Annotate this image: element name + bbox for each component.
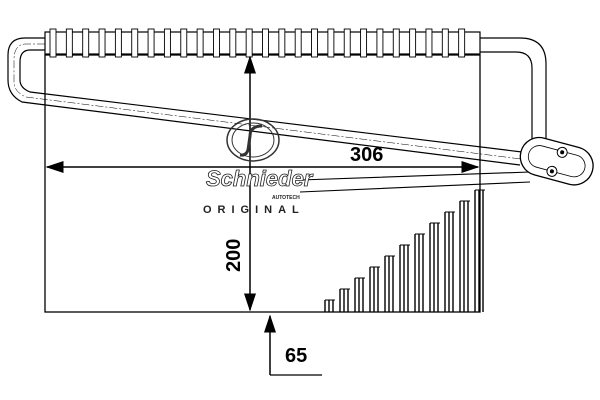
header-fin — [163, 28, 171, 58]
logo-brand-text: Schnieder — [206, 166, 314, 191]
header-fin — [425, 28, 433, 58]
core-fin-step — [429, 222, 440, 312]
core-fin-step — [339, 288, 350, 312]
core-fins — [324, 189, 485, 312]
header-fin — [343, 28, 351, 58]
header-fin — [441, 28, 449, 58]
header-fin — [180, 28, 188, 58]
brand-logo: Schnieder AUTOTECH ORIGINAL — [203, 118, 314, 216]
header-fin — [262, 28, 269, 58]
core-fin-step — [459, 200, 470, 312]
lower-pipe — [299, 171, 531, 193]
core-fin-step — [324, 299, 335, 312]
left-pipe-inner — [19, 49, 523, 153]
height-label: 200 — [223, 239, 245, 272]
depth-label: 65 — [285, 345, 307, 367]
header-fin — [327, 28, 335, 58]
width-label: 306 — [350, 144, 383, 166]
right-pipe — [480, 37, 547, 145]
header-fin — [82, 28, 90, 58]
header-fin — [49, 28, 57, 58]
core-fin-step — [474, 189, 485, 312]
header-fins — [49, 28, 466, 58]
header-fin — [409, 28, 417, 58]
header-fin — [376, 28, 384, 58]
header-fin — [131, 28, 139, 58]
header-fin — [278, 28, 286, 58]
core-fin-step — [384, 255, 395, 312]
header-fin — [98, 28, 106, 58]
header-fin — [294, 28, 302, 58]
header-fin — [360, 28, 368, 58]
header-fin — [114, 28, 122, 58]
header-fin — [196, 28, 204, 58]
header-fin — [311, 28, 318, 58]
core-fin-step — [369, 266, 380, 312]
header-fin — [229, 28, 237, 58]
header-fin — [245, 28, 253, 58]
left-pipe — [7, 37, 521, 166]
core-fin-step — [414, 233, 425, 312]
connector-block — [519, 136, 594, 186]
core-fin-step — [354, 277, 365, 312]
header-fin — [147, 28, 155, 58]
header-fin — [65, 28, 73, 58]
header-fin — [392, 28, 400, 58]
header-fin — [458, 28, 466, 58]
logo-sub-text: AUTOTECH — [272, 195, 300, 201]
core-fin-step — [399, 244, 410, 312]
header-fin — [213, 28, 220, 58]
core-fin-step — [444, 211, 455, 312]
logo-tag-text: ORIGINAL — [203, 204, 305, 216]
pipe-centerline — [13, 43, 522, 160]
